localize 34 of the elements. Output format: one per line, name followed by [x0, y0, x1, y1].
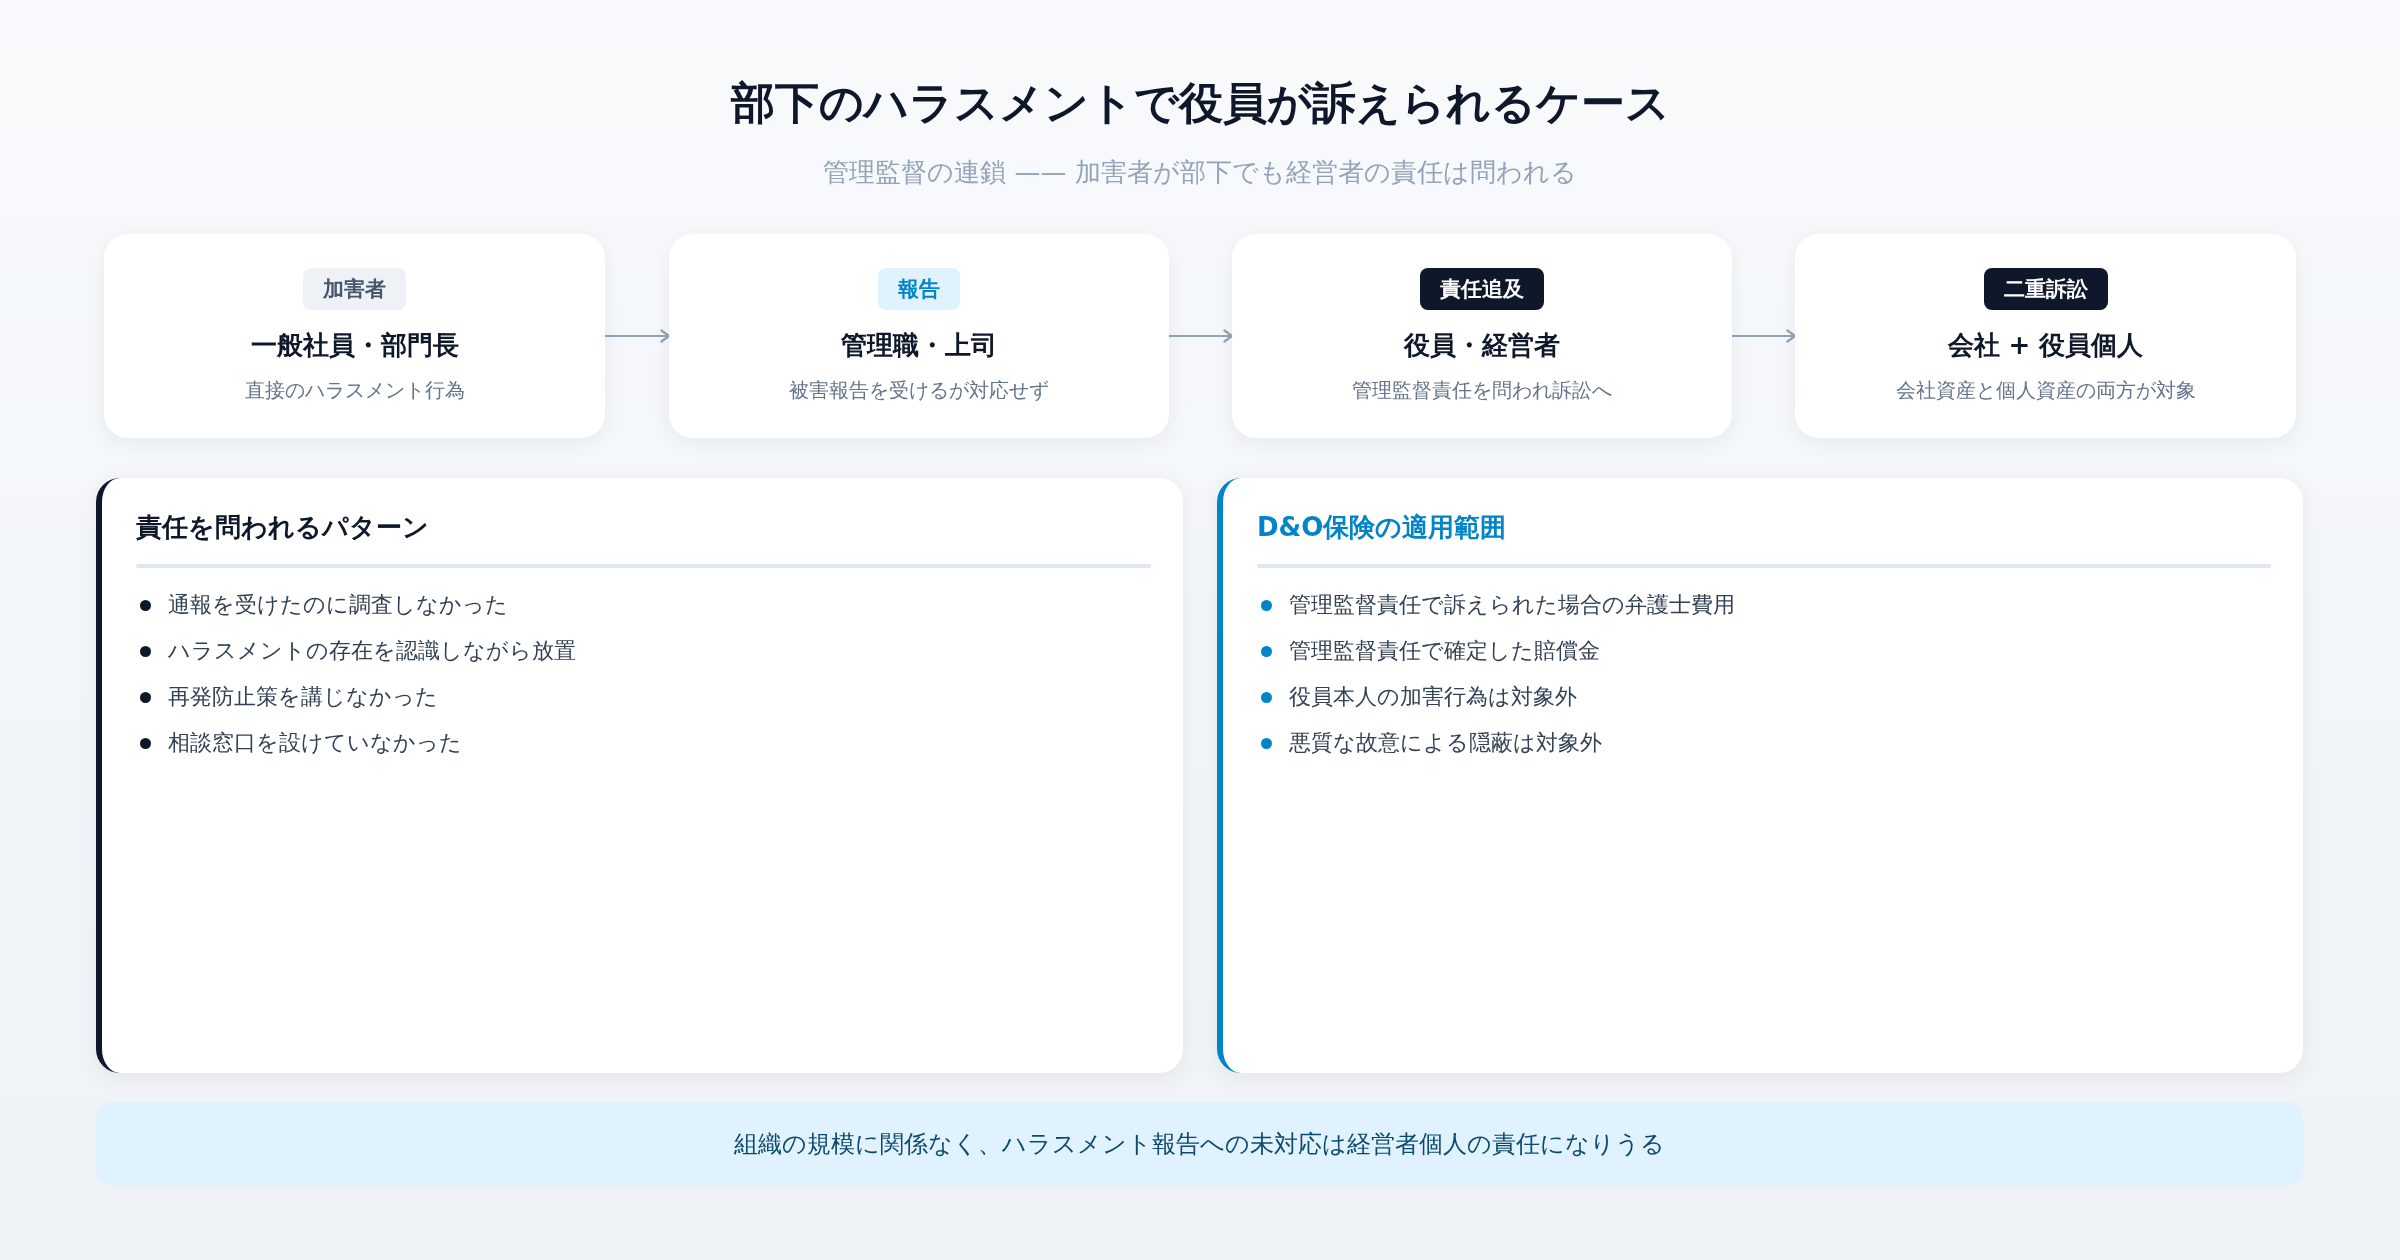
card-title: 一般社員・部門長 [250, 329, 459, 362]
category-tag: 加害者 [303, 268, 406, 310]
subtitle: 管理監督の連鎖 —— 加害者が部下でも経営者の責任は問われる [823, 156, 1577, 189]
title: 部下のハラスメントで役員が訴えられるケース [730, 76, 1670, 130]
step-card [669, 234, 1169, 438]
arrow [1169, 329, 1234, 343]
info-panel [96, 478, 1183, 1073]
card-description: 会社資産と個人資産の両方が対象 [1895, 377, 2196, 404]
card-title: 役員・経営者 [1404, 329, 1560, 362]
category-tag: 報告 [878, 268, 960, 310]
card-description: 管理監督責任を問われ訴訟へ [1352, 377, 1612, 404]
list-item-text: 通報を受けたのに調査しなかった [168, 591, 508, 619]
card-title: 管理職・上司 [841, 329, 997, 362]
card-description: 被害報告を受けるが対応せず [789, 377, 1049, 404]
card-title: 会社 + 役員個人 [1947, 329, 2144, 362]
list-item-text: 相談窓口を設けていなかった [168, 729, 462, 757]
step-card [1795, 234, 2296, 438]
card-description: 直接のハラスメント行為 [244, 377, 465, 404]
panel-heading: D&O保険の適用範囲 [1257, 511, 1508, 544]
list-item-text: 再発防止策を講じなかった [168, 683, 438, 711]
list-item-text: 悪質な故意による隠蔽は対象外 [1289, 729, 1602, 757]
step-card [104, 234, 605, 438]
arrow [1732, 329, 1797, 343]
summary-banner: 組織の規模に関係なく、ハラスメント報告への未対応は経営者個人の責任になりうる [96, 1102, 2303, 1186]
arrow [605, 329, 671, 343]
list-item-text: 役員本人の加害行為は対象外 [1289, 683, 1577, 711]
category-tag: 責任追及 [1420, 268, 1544, 310]
category-tag: 二重訴訟 [1983, 268, 2108, 310]
list-item-text: 管理監督責任で確定した賠償金 [1289, 637, 1600, 665]
panel-heading: 責任を問われるパターン [136, 511, 430, 544]
step-card [1232, 234, 1732, 438]
list-item-text: 管理監督責任で訴えられた場合の弁護士費用 [1289, 591, 1735, 619]
list-item-text: ハラスメントの存在を認識しながら放置 [168, 637, 576, 665]
info-panel [1217, 478, 2303, 1073]
